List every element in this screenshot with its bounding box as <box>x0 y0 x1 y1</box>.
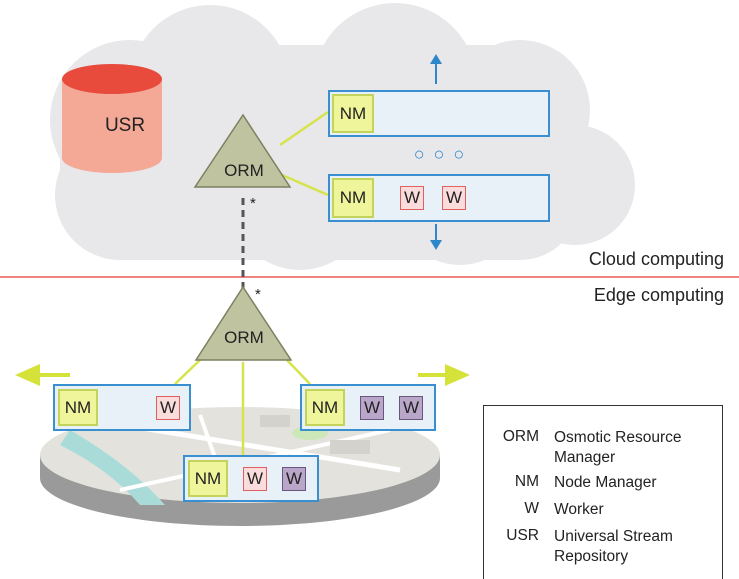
edge-orm-star: * <box>255 286 261 303</box>
nm-box: NM <box>332 94 374 133</box>
edge-node-middle: NM W W <box>183 455 319 502</box>
edge-links <box>174 359 311 455</box>
legend-abbr: NM <box>514 473 539 490</box>
legend-desc: Worker <box>554 501 604 518</box>
legend-desc: Universal Stream Repository <box>554 528 673 565</box>
cloud-node-bottom: NM W W <box>328 174 550 222</box>
cloud-orm-star: * <box>250 195 256 212</box>
legend-desc: Node Manager <box>554 474 657 491</box>
worker-box: W <box>399 396 423 420</box>
legend-abbr: W <box>524 500 539 517</box>
worker-box: W <box>400 186 424 210</box>
usr-storage-cylinder <box>62 64 162 173</box>
cloud-zone-label: Cloud computing <box>588 249 724 269</box>
edge-orm-triangle <box>194 285 293 361</box>
worker-box: W <box>282 467 306 491</box>
worker-box: W <box>360 396 384 420</box>
expand-left-arrow <box>15 364 70 386</box>
cloud-orm-label: ORM <box>224 161 264 180</box>
scale-up-arrow <box>430 54 442 84</box>
legend-abbr: USR <box>506 527 539 544</box>
worker-box: W <box>243 467 267 491</box>
cloud-ellipsis: ○ ○ ○ <box>413 144 467 164</box>
city-map-disc <box>40 407 440 526</box>
cloud-orm-triangle <box>193 113 292 188</box>
expand-right-arrow <box>418 364 470 386</box>
legend-abbr: ORM <box>502 428 539 445</box>
edge-node-left: NM W <box>53 384 191 431</box>
legend-box: ORM Osmotic Resource Manager NM Node Man… <box>483 405 723 579</box>
worker-box: W <box>156 396 180 420</box>
edge-zone-label: Edge computing <box>593 285 724 305</box>
nm-box: NM <box>58 389 98 426</box>
scale-down-arrow <box>430 224 442 250</box>
edge-orm-label: ORM <box>224 328 264 347</box>
usr-label: USR <box>105 115 145 136</box>
worker-box: W <box>442 186 466 210</box>
cloud-links <box>279 110 329 197</box>
legend-desc: Osmotic Resource Manager <box>554 429 682 466</box>
nm-box: NM <box>305 389 345 426</box>
nm-box: NM <box>332 178 374 218</box>
cloud-node-top: NM <box>328 90 550 137</box>
nm-box: NM <box>188 460 228 497</box>
edge-node-right: NM W W <box>300 384 436 431</box>
